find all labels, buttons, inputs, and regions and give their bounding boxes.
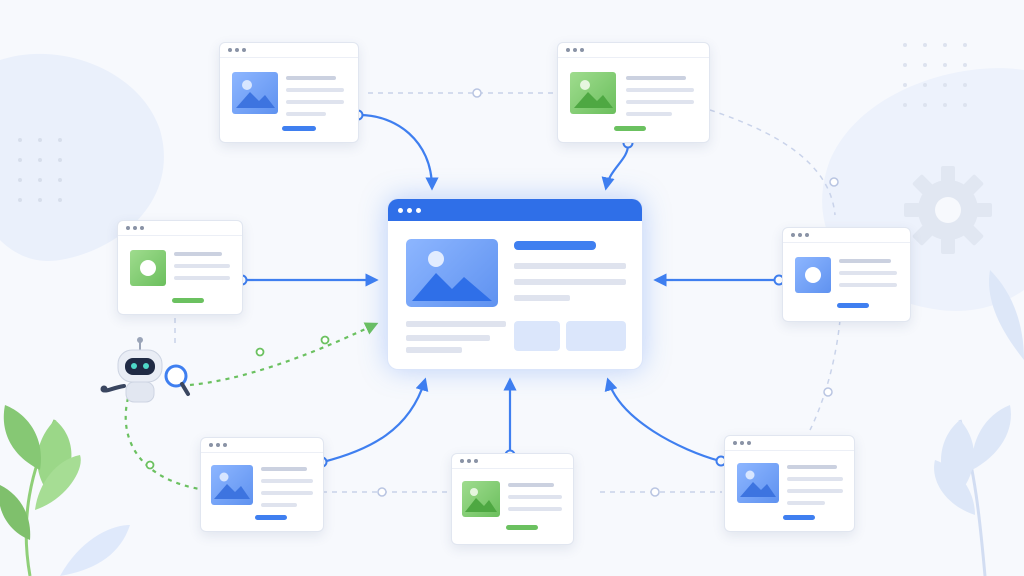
action-pill: [837, 303, 869, 308]
mountain-image-icon: [211, 465, 253, 505]
source-window-bottom-center: [451, 453, 574, 545]
robot-icon: [100, 337, 163, 403]
robot-path: [124, 322, 379, 492]
source-window-bottom-right: [724, 435, 855, 532]
dot-grid-right: [903, 43, 967, 107]
content-block: [514, 321, 560, 351]
magnifier-icon: [164, 364, 190, 396]
action-pill: [282, 126, 316, 131]
main-window-titlebar: [388, 199, 642, 221]
arrow-top-left: [359, 113, 439, 191]
background-blob-left: [0, 53, 164, 261]
circle-image-icon: [795, 257, 831, 293]
mountain-image-icon: [232, 72, 278, 114]
flow-arrows: [243, 113, 777, 464]
source-window-bottom-left: [200, 437, 324, 532]
leaf-icon-right: [934, 270, 1024, 576]
dot-grid: [18, 138, 62, 202]
circle-image-icon: [130, 250, 166, 286]
arrow-bottom-right: [604, 377, 721, 463]
arrow-bottom-left: [322, 377, 429, 464]
network-nodes: [377, 88, 839, 497]
source-window-middle-right: [782, 227, 911, 322]
action-pill: [614, 126, 646, 131]
mountain-image-icon: [570, 72, 616, 114]
source-window-top-left: [219, 42, 359, 143]
leaf-icon: [0, 405, 130, 576]
source-window-top-right: [557, 42, 710, 143]
content-block: [566, 321, 626, 351]
main-browser-window: [388, 199, 642, 369]
action-pill: [255, 515, 287, 520]
mountain-image-icon: [462, 481, 500, 517]
mountain-image-icon: [737, 463, 779, 503]
headline-bar: [514, 241, 596, 250]
action-pill: [783, 515, 815, 520]
arrow-top-right: [601, 144, 630, 191]
gear-icon: [904, 166, 992, 254]
source-window-middle-left: [117, 220, 243, 315]
action-pill: [172, 298, 204, 303]
robot-path-nodes: [145, 335, 330, 470]
mountain-image-icon: [406, 239, 498, 307]
action-pill: [506, 525, 538, 530]
